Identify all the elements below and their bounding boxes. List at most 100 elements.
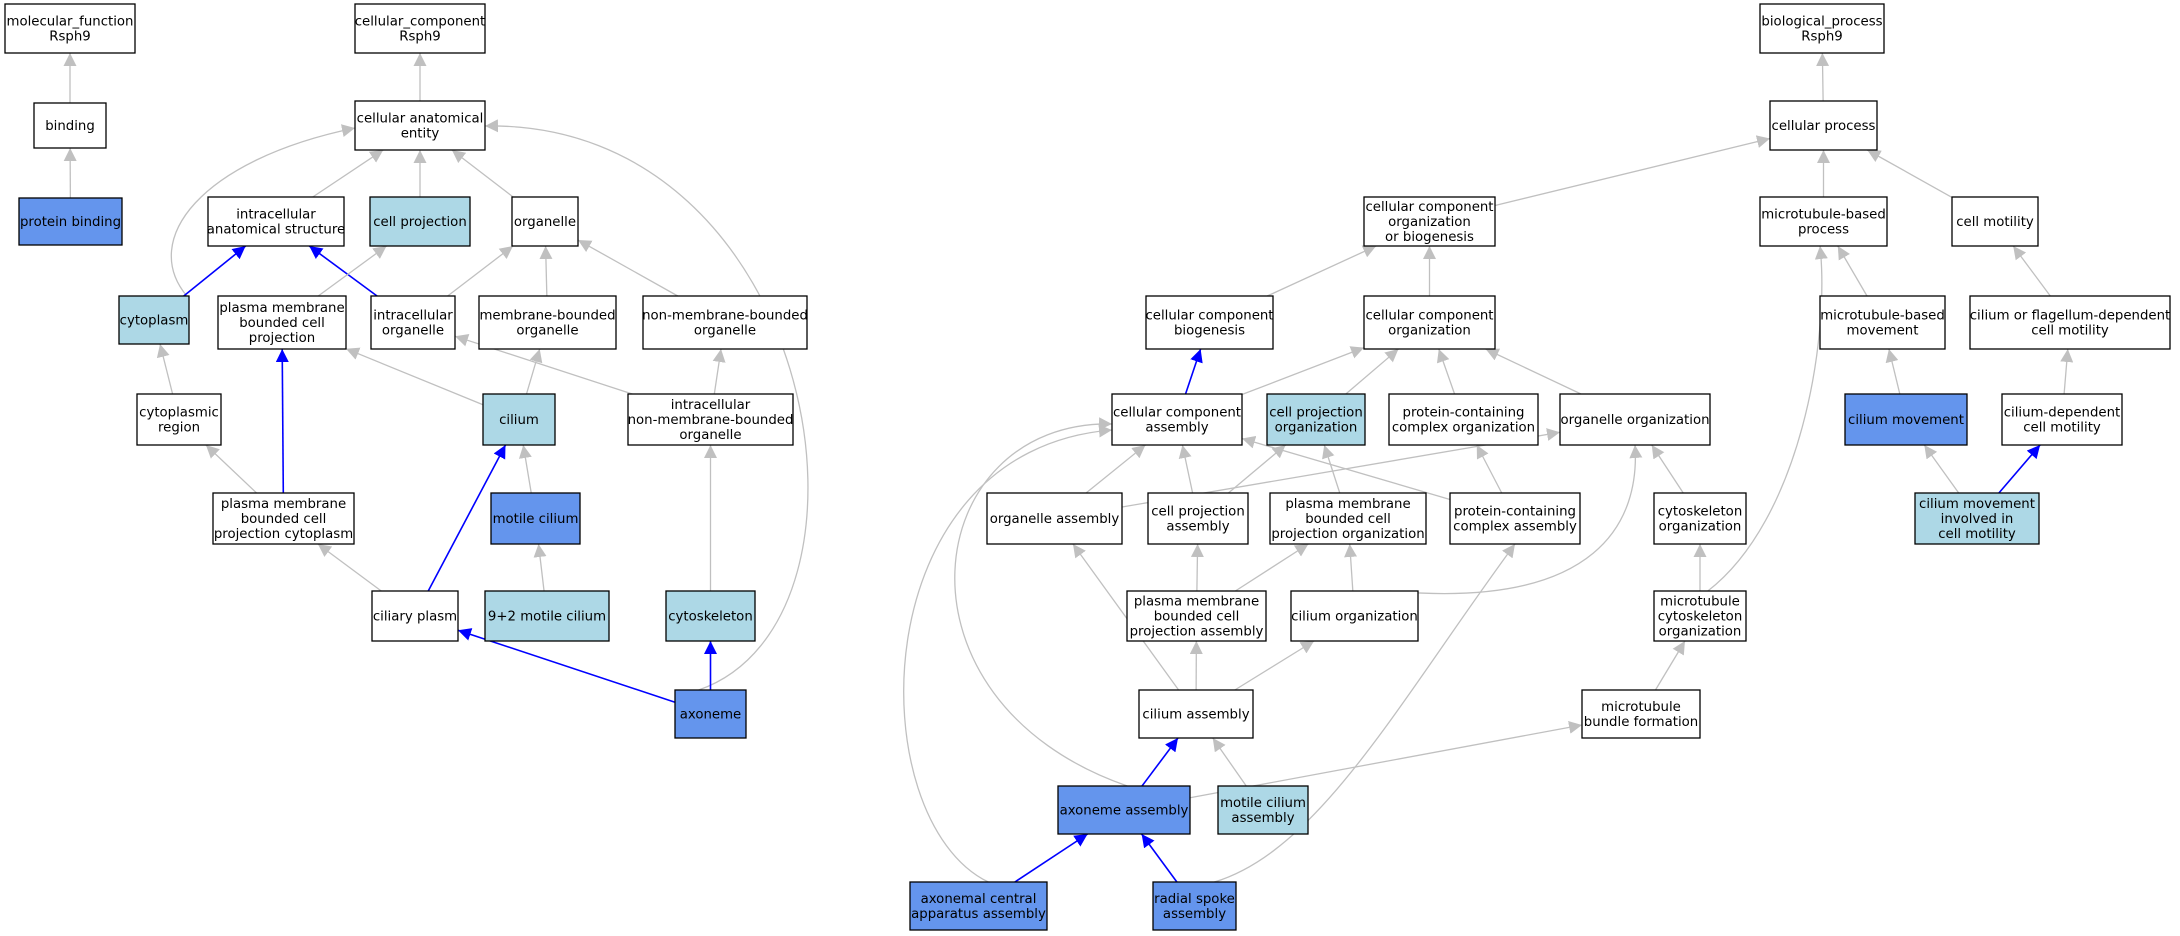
node-cytoskeleton[interactable]: cytoskeleton [665, 590, 756, 642]
node-protein-binding[interactable]: protein binding [18, 197, 123, 246]
node-label-line: organelle [516, 324, 578, 339]
node-box [369, 196, 471, 247]
node-box [33, 102, 107, 149]
node-inmbo[interactable]: intracellularnon-membrane-boundedorganel… [627, 393, 794, 446]
node-box [1951, 196, 2039, 247]
node-org-assembly[interactable]: organelle assembly [986, 492, 1123, 545]
node-label-line: cytoplasmic [139, 406, 219, 421]
node-label-line: anatomical structure [207, 223, 345, 238]
node-box [1914, 492, 2040, 545]
edge-nmbo-to-organelle [577, 239, 679, 297]
node-label-line: intracellular [373, 309, 453, 324]
node-motile-cilium[interactable]: motile cilium [490, 492, 581, 545]
node-box [1111, 393, 1243, 446]
node-label-line: cell projection [1151, 505, 1245, 520]
node-cilium-assembly[interactable]: cilium assembly [1138, 689, 1254, 739]
node-label-line: biogenesis [1174, 324, 1245, 339]
node-cilium-org[interactable]: cilium organization [1290, 590, 1419, 642]
node-axoneme[interactable]: axoneme [674, 689, 747, 739]
node-org-org[interactable]: organelle organization [1559, 393, 1711, 446]
edge-cilium_org-to-org_org [1390, 444, 1643, 595]
node-binding[interactable]: binding [33, 102, 107, 149]
node-label-line: complex assembly [1453, 520, 1577, 535]
edge-cdcm-to-cfdcm [2060, 348, 2074, 395]
node-cell-process[interactable]: cellular process [1769, 100, 1878, 151]
edge-pmbcpa-to-pmbcpo [1234, 543, 1309, 592]
edge-axoneme_assembly-to-cca [954, 417, 1128, 787]
node-box [1138, 689, 1254, 739]
node-box [1290, 590, 1419, 642]
node-label-line: organization [1388, 324, 1471, 339]
edge-rsa-to-axoneme_assembly [1140, 833, 1178, 883]
node-label-line: plasma membrane [219, 301, 344, 316]
edge-cmimc-to-cilium_movement [1923, 444, 1960, 494]
node-label-line: axoneme [680, 708, 742, 723]
node-box [482, 393, 556, 446]
node-label-line: projection cytoplasm [214, 527, 353, 542]
edge-rsa-to-pcca [1214, 543, 1516, 883]
node-box [511, 196, 579, 247]
node-axoneme-assembly[interactable]: axoneme assembly [1057, 785, 1191, 835]
node-cell-projection[interactable]: cell projection [369, 196, 471, 247]
node-label-line: cellular_component [355, 15, 486, 30]
node-box [1581, 689, 1701, 739]
edge-mbo-to-organelle [539, 245, 553, 297]
node-box [1969, 295, 2171, 350]
node-cilium-movement[interactable]: cilium movement [1844, 393, 1968, 446]
edge-cpa-to-cpo [1227, 444, 1287, 494]
node-label-line: microtubule-based [1820, 309, 1945, 324]
node-cell-motility[interactable]: cell motility [1951, 196, 2039, 247]
node-box [212, 492, 355, 545]
node-box [18, 197, 123, 246]
node-nine-two[interactable]: 9+2 motile cilium [484, 590, 610, 642]
node-organelle[interactable]: organelle [511, 196, 579, 247]
node-ciliary-plasm[interactable]: ciliary plasm [371, 590, 459, 642]
node-cytoplasm[interactable]: cytoplasm [118, 295, 190, 345]
node-label-line: organelle [679, 428, 741, 443]
node-label-line: cellular component [1365, 309, 1493, 324]
node-label-line: organelle [514, 215, 576, 230]
node-cilium[interactable]: cilium [482, 393, 556, 446]
node-box [665, 590, 756, 642]
edge-cyto_region-to-cytoplasm [156, 343, 174, 395]
node-label-line: assembly [1145, 421, 1208, 436]
edge-intra_org-to-organelle [447, 245, 514, 297]
node-box [1388, 393, 1539, 446]
node-label-line: apparatus assembly [911, 907, 1046, 922]
node-box [207, 196, 345, 247]
node-box [1759, 3, 1885, 54]
node-label-line: Rsph9 [1801, 30, 1843, 45]
